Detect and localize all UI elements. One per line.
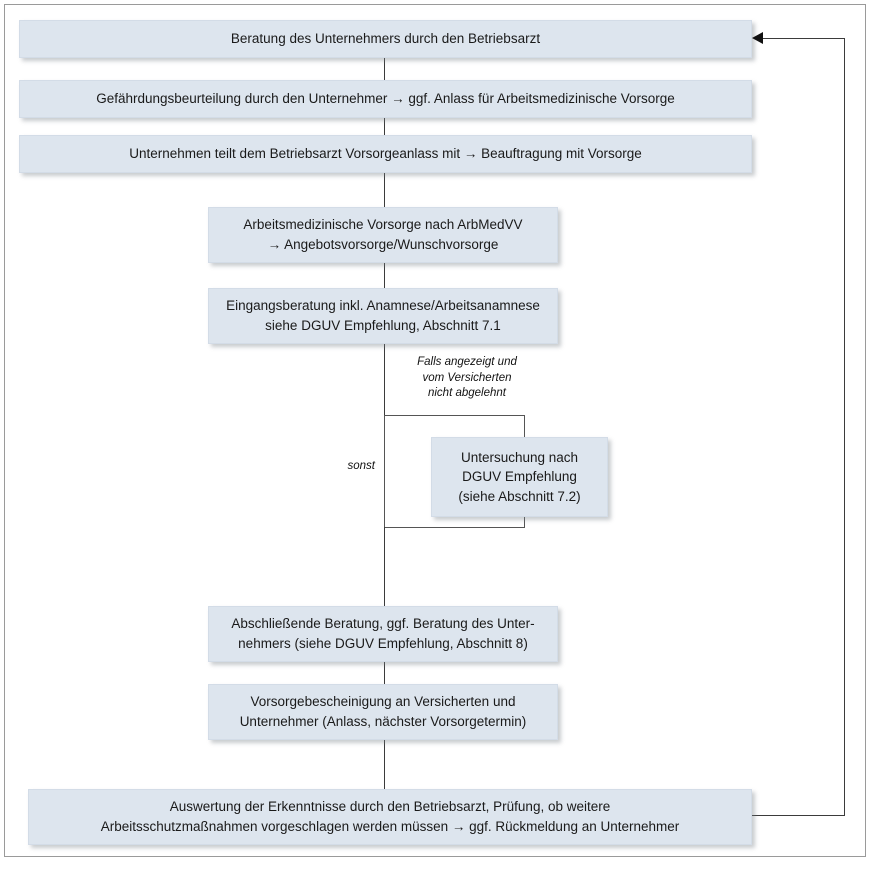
branch-top-horizontal xyxy=(384,414,525,417)
connector-spine-7 xyxy=(383,662,386,685)
connector-spine-5 xyxy=(383,344,386,416)
connector-spine-1 xyxy=(383,58,386,80)
node-untersuchung[interactable]: Untersuchung nach DGUV Empfehlung (siehe… xyxy=(431,437,608,517)
node-gefaehrdungsbeurteilung[interactable]: Gefährdungsbeurteilung durch den Unterne… xyxy=(19,80,752,118)
node-line: Auswertung der Erkenntnisse durch den Be… xyxy=(169,799,611,815)
node-line: Untersuchung nach xyxy=(460,449,579,465)
connector-spine-3 xyxy=(383,173,386,208)
feedback-bottom-horizontal xyxy=(752,814,845,817)
node-line: (siehe Abschnitt 7.2) xyxy=(458,488,581,504)
edge-label-line: nicht abgelehnt xyxy=(427,387,506,400)
node-abschliessende-beratung[interactable]: Abschließende Beratung, ggf. Beratung de… xyxy=(208,606,558,662)
connector-spine-8 xyxy=(383,739,386,789)
connector-spine-2 xyxy=(383,118,386,136)
edge-label-condition-else: sonst xyxy=(305,459,376,475)
node-line: DGUV Empfehlung xyxy=(462,469,577,485)
feedback-top-horizontal xyxy=(762,37,845,40)
node-vorsorgebescheinigung[interactable]: Vorsorgebescheinigung an Versicherten un… xyxy=(208,684,558,740)
node-line: Beratung des Unternehmers durch den Betr… xyxy=(230,31,541,47)
node-line: siehe DGUV Empfehlung, Abschnitt 7.1 xyxy=(265,318,501,333)
node-line: Unternehmen teilt dem Betriebsarzt Vorso… xyxy=(129,146,642,162)
node-auswertung[interactable]: Auswertung der Erkenntnisse durch den Be… xyxy=(28,789,752,845)
node-arbeitsmedizinische-vorsorge[interactable]: Arbeitsmedizinische Vorsorge nach ArbMed… xyxy=(208,207,558,263)
edge-label-line: Falls angezeigt und xyxy=(417,356,517,368)
branch-bottom-horizontal xyxy=(384,526,525,529)
branch-right-vertical-bottom xyxy=(523,517,526,528)
node-line: Eingangsberatung inkl. Anamnese/Arbeitsa… xyxy=(226,298,540,314)
feedback-arrowhead-icon xyxy=(752,32,763,44)
connector-spine-4 xyxy=(383,263,386,289)
node-line: Arbeitsschutzmaßnahmen vorgeschlagen wer… xyxy=(100,819,680,834)
edge-label-condition-yes: Falls angezeigt und vom Versicherten nic… xyxy=(392,355,542,402)
connector-bypass-sonst xyxy=(383,414,386,528)
node-line: Arbeitsmedizinische Vorsorge nach ArbMed… xyxy=(243,217,523,233)
connector-spine-6 xyxy=(383,527,386,607)
feedback-right-vertical xyxy=(843,37,846,816)
node-line: Vorsorgebescheinigung an Versicherten un… xyxy=(250,694,516,710)
edge-label-line: vom Versicherten xyxy=(422,371,512,384)
edge-label-line: sonst xyxy=(347,460,376,472)
node-vorsorgeanlass-mitteilen[interactable]: Unternehmen teilt dem Betriebsarzt Vorso… xyxy=(19,135,752,173)
branch-right-vertical-top xyxy=(523,414,526,438)
node-line: Unternehmer (Anlass, nächster Vorsorgete… xyxy=(239,714,527,729)
node-line: → Angebotsvorsorge/Wunschvorsorge xyxy=(267,237,499,252)
node-beratung-unternehmer[interactable]: Beratung des Unternehmers durch den Betr… xyxy=(19,20,752,58)
node-line: Gefährdungsbeurteilung durch den Unterne… xyxy=(96,91,675,107)
node-eingangsberatung[interactable]: Eingangsberatung inkl. Anamnese/Arbeitsa… xyxy=(208,288,558,344)
node-line: nehmers (siehe DGUV Empfehlung, Abschnit… xyxy=(238,636,528,651)
node-line: Abschließende Beratung, ggf. Beratung de… xyxy=(231,616,535,632)
